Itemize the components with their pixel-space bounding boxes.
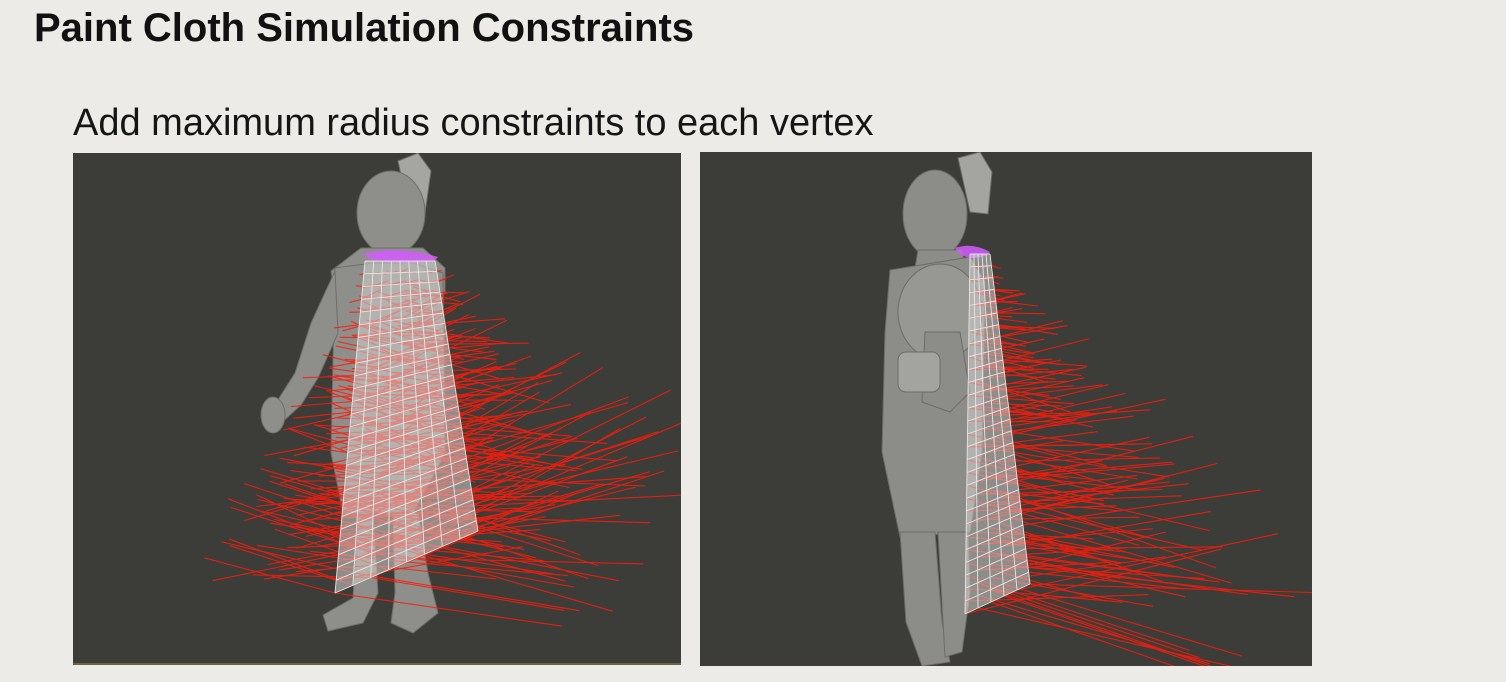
pinned-vertices xyxy=(363,250,438,264)
viewport-side-view xyxy=(700,152,1312,666)
cloth-wireframe xyxy=(334,260,479,594)
character-mesh xyxy=(881,152,993,666)
render-side-view xyxy=(700,152,1312,666)
render-back-view xyxy=(73,153,681,663)
viewport-back-view xyxy=(73,153,681,665)
cloth-wireframe xyxy=(964,253,1031,615)
slide-title: Paint Cloth Simulation Constraints xyxy=(34,6,695,50)
slide-subtitle: Add maximum radius constraints to each v… xyxy=(73,102,874,144)
